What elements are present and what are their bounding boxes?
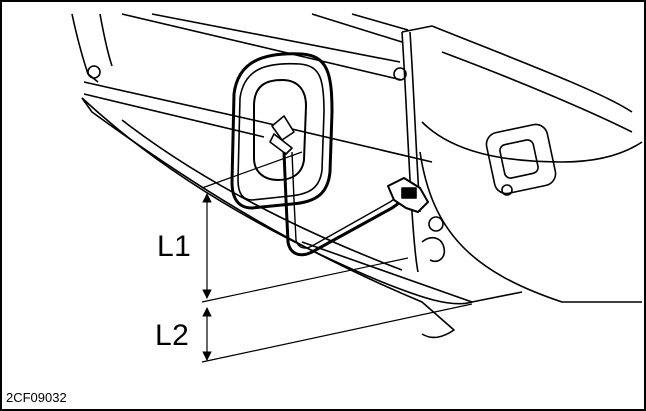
vehicle-body: [71, 13, 643, 339]
figure-code: 2CF09032: [6, 390, 67, 405]
l1-label: L1: [157, 230, 192, 263]
support-rod: [282, 151, 407, 257]
l2-label: L2: [155, 319, 190, 352]
mirror-glass: [253, 79, 307, 181]
mirror-assembly: [230, 52, 429, 257]
dimension-lines: [201, 151, 473, 363]
mirror-housing: [230, 52, 334, 210]
